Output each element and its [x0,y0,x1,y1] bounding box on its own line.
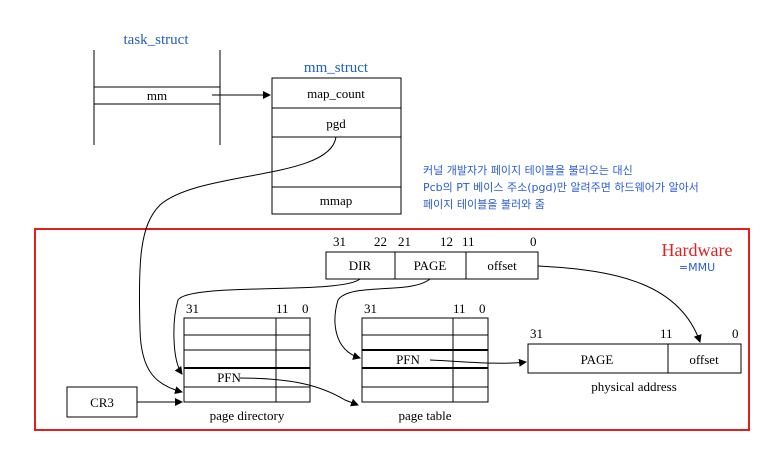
pt-bit-0: 0 [479,301,486,316]
pa-offset-field: offset [689,352,719,367]
va-bit-22: 22 [374,234,387,249]
va-dir-field: DIR [349,258,372,273]
pt-bit-11: 11 [453,301,466,316]
note: 커널 개발자가 페이지 테이블을 불러오는 대신 Pcb의 PT 베이스 주소(… [423,164,699,211]
pa-page-field: PAGE [581,352,614,367]
pd-pfn-entry: PFN [217,370,241,385]
va-bit-0: 0 [530,234,537,249]
pt-pfn-entry: PFN [396,352,420,367]
mm-struct-map-count: map_count [307,86,365,101]
page-table: 31 11 0 PFN page table [361,301,489,423]
hardware-frame [34,228,750,431]
mm-struct-box [271,77,402,215]
task-struct-mm-label: mm [147,88,167,103]
note-line-3: 페이지 테이블을 불러와 줌 [423,198,545,211]
mmu-label: =MMU [679,261,715,274]
mm-struct: mm_struct map_count pgd mmap [271,60,402,215]
offset-to-pa-offset-arrow [537,265,702,343]
mm-struct-mmap: mmap [320,193,353,208]
va-bit-12: 12 [440,234,453,249]
task-struct-title: task_struct [124,32,190,48]
pd-bit-11: 11 [276,301,289,316]
pa-bit-0: 0 [732,326,739,341]
physical-address-label: physical address [591,379,677,394]
cr3-register: CR3 [66,386,138,418]
va-bit-31: 31 [333,234,346,249]
page-to-pt-entry-arrow [334,278,431,360]
va-offset-field: offset [487,258,517,273]
physical-address: 31 11 0 PAGE offset physical address [527,326,742,394]
pd-bit-0: 0 [302,301,309,316]
page-table-label: page table [398,408,451,423]
pa-bit-31: 31 [530,326,543,341]
pt-bit-31: 31 [364,301,377,316]
pgd-to-page-directory-arrow [138,136,337,395]
note-line-1: 커널 개발자가 페이지 테이블을 불러오는 대신 [423,164,633,177]
virtual-address: 31 22 21 12 11 0 DIR PAGE offset [325,234,539,280]
pd-pfn-to-page-table-arrow [239,377,359,407]
va-bit-11: 11 [462,234,475,249]
page-directory: 31 11 0 PFN page directory [183,301,311,423]
hardware-label: Hardware [662,240,733,260]
page-directory-label: page directory [210,408,285,423]
mm-struct-title: mm_struct [304,60,369,76]
dir-to-pd-entry-arrow [173,278,361,375]
va-bit-21: 21 [398,234,411,249]
note-line-2: Pcb의 PT 베이스 주소(pgd)만 알려주면 하드웨어가 알아서 [423,180,699,194]
pd-bit-31: 31 [186,301,199,316]
pa-bit-11: 11 [660,326,673,341]
pt-pfn-to-physical-page-arrow [429,358,527,367]
cr3-label: CR3 [90,395,114,410]
va-page-field: PAGE [414,258,447,273]
task-struct: task_struct mm [93,32,221,145]
mm-struct-pgd: pgd [326,116,346,131]
